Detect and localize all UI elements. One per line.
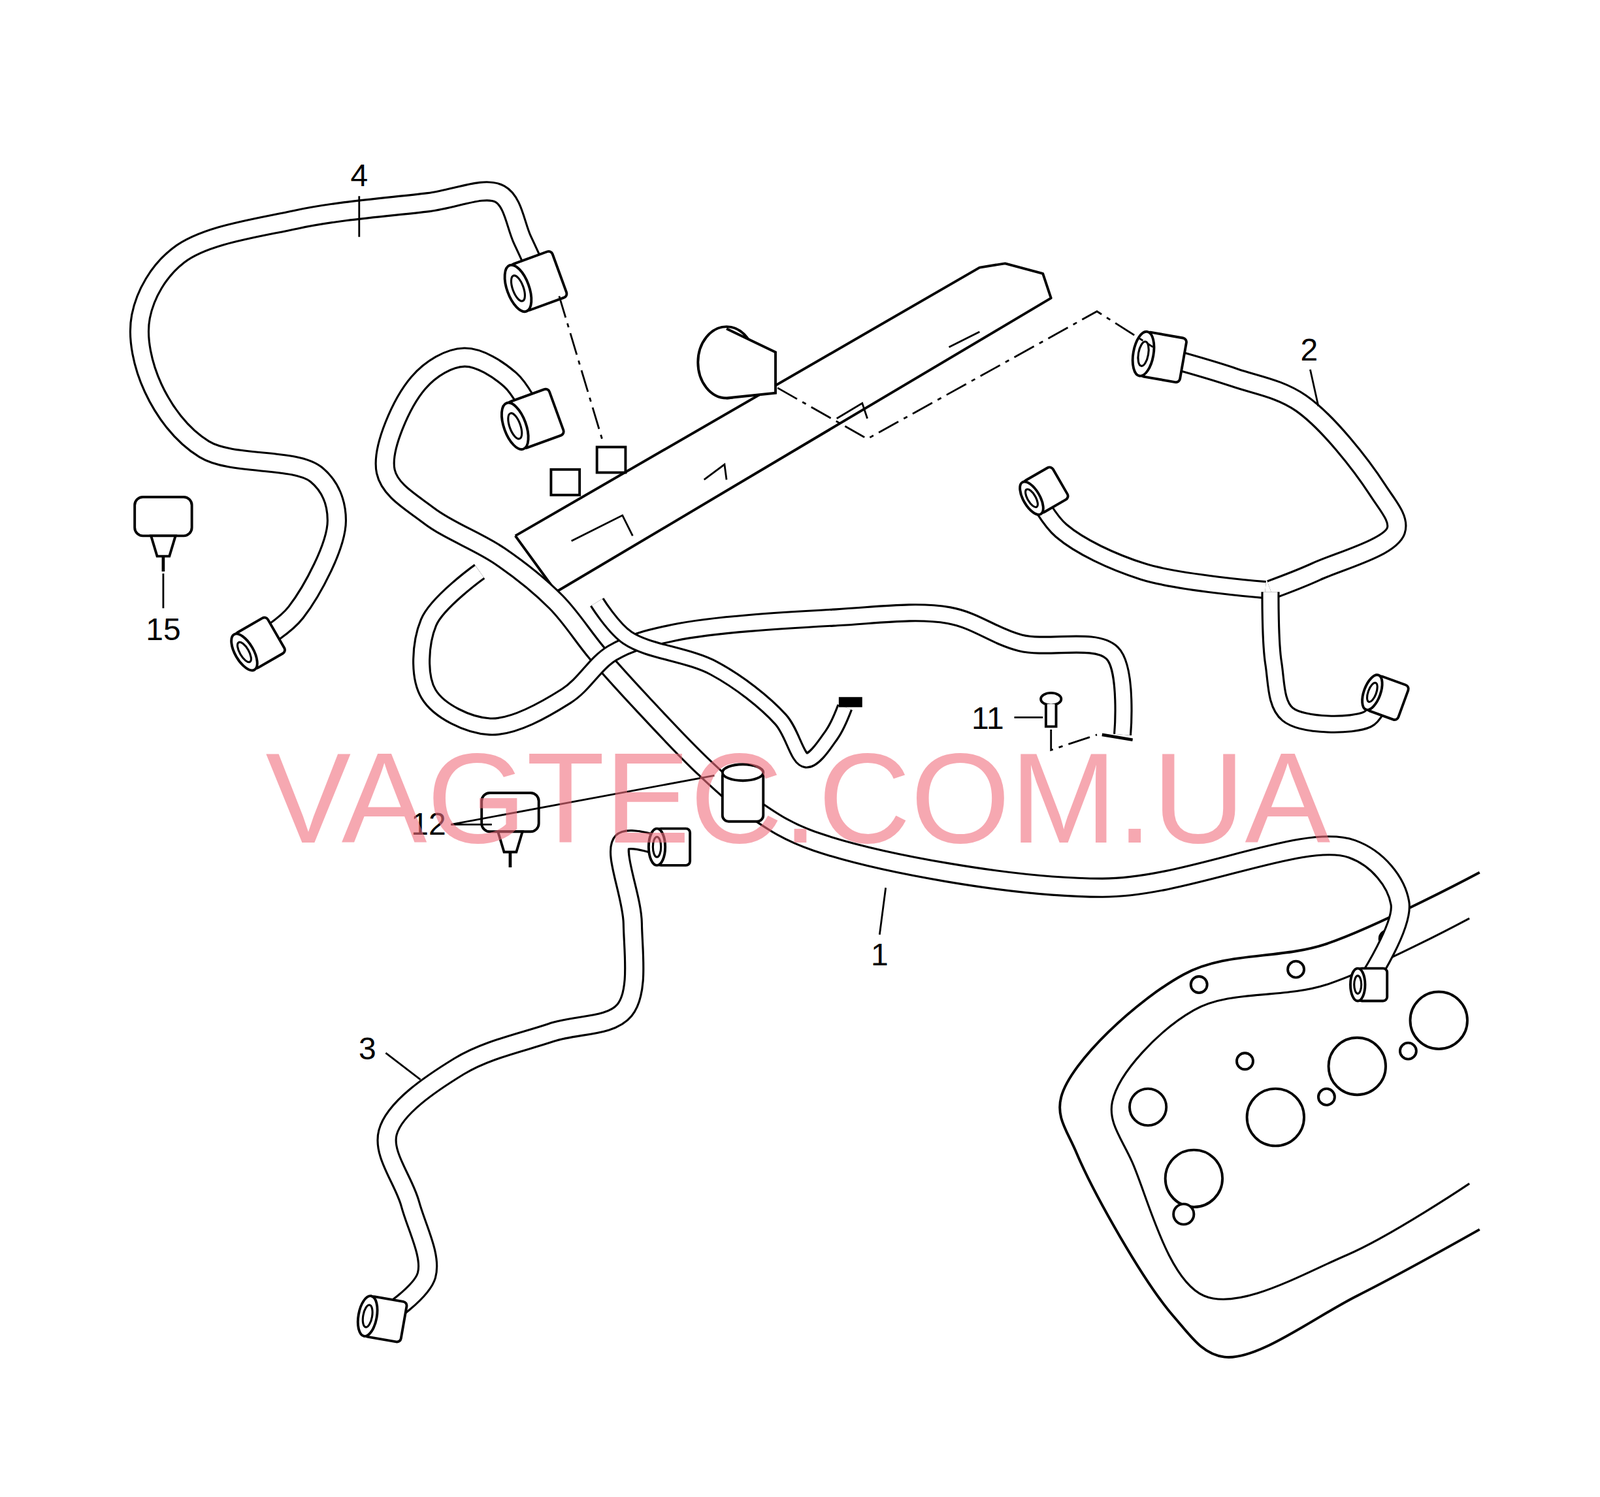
hose-connector: [354, 1294, 408, 1344]
hose-connector: [496, 388, 566, 453]
leader-line: [385, 1053, 421, 1080]
cover-port: [1247, 1089, 1305, 1146]
callout-number: 15: [145, 614, 181, 646]
leader-line: [1309, 369, 1318, 407]
callout-number: 1: [870, 939, 889, 971]
leader-line: [704, 464, 727, 480]
hose-outline: [385, 840, 664, 1318]
callout-number: 11: [971, 702, 1005, 735]
cover-port: [1165, 1150, 1223, 1208]
hose-outline: [384, 357, 1401, 982]
callout-number: 4: [350, 160, 368, 192]
hose-connector: [1350, 968, 1388, 1002]
cover-port: [1400, 1043, 1417, 1060]
cover-port: [1287, 961, 1305, 979]
callout-number: 3: [358, 1033, 377, 1065]
callout-number: 2: [1300, 334, 1319, 366]
cover-port: [1191, 976, 1208, 994]
hose-body: [385, 840, 664, 1318]
leader-line: [571, 515, 634, 541]
hose-connector: [1129, 329, 1188, 383]
leader-line: [836, 403, 868, 419]
hose-body: [1035, 495, 1265, 590]
hose-connector: [1015, 465, 1070, 519]
hose-clip: [134, 497, 192, 572]
assembly-line: [777, 311, 1154, 440]
hose-body: [1173, 359, 1397, 590]
cover-port: [1236, 1053, 1254, 1070]
cover-port: [1318, 1089, 1335, 1106]
hose-connector: [1358, 672, 1410, 721]
cover-port: [1173, 1204, 1194, 1225]
leader-line: [1013, 716, 1043, 719]
leader-line: [162, 573, 164, 609]
leader-line: [949, 331, 980, 347]
assembly-line: [559, 295, 603, 440]
hose-connector: [499, 250, 568, 315]
cover-port: [1409, 992, 1467, 1050]
cover-port: [1129, 1089, 1167, 1126]
watermark: VAGTEC.COM.UA: [265, 734, 1331, 864]
cylinder-head-cover: [1059, 872, 1480, 1358]
screw: [1040, 693, 1062, 706]
hose-outline: [1035, 495, 1265, 590]
pipe-module: [515, 263, 1052, 592]
cover-port: [1328, 1038, 1386, 1095]
hose-body: [384, 357, 1401, 982]
hose-outline: [1173, 359, 1397, 590]
leader-line: [879, 887, 886, 935]
hose-connector: [226, 616, 287, 675]
leader-line: [358, 195, 360, 237]
